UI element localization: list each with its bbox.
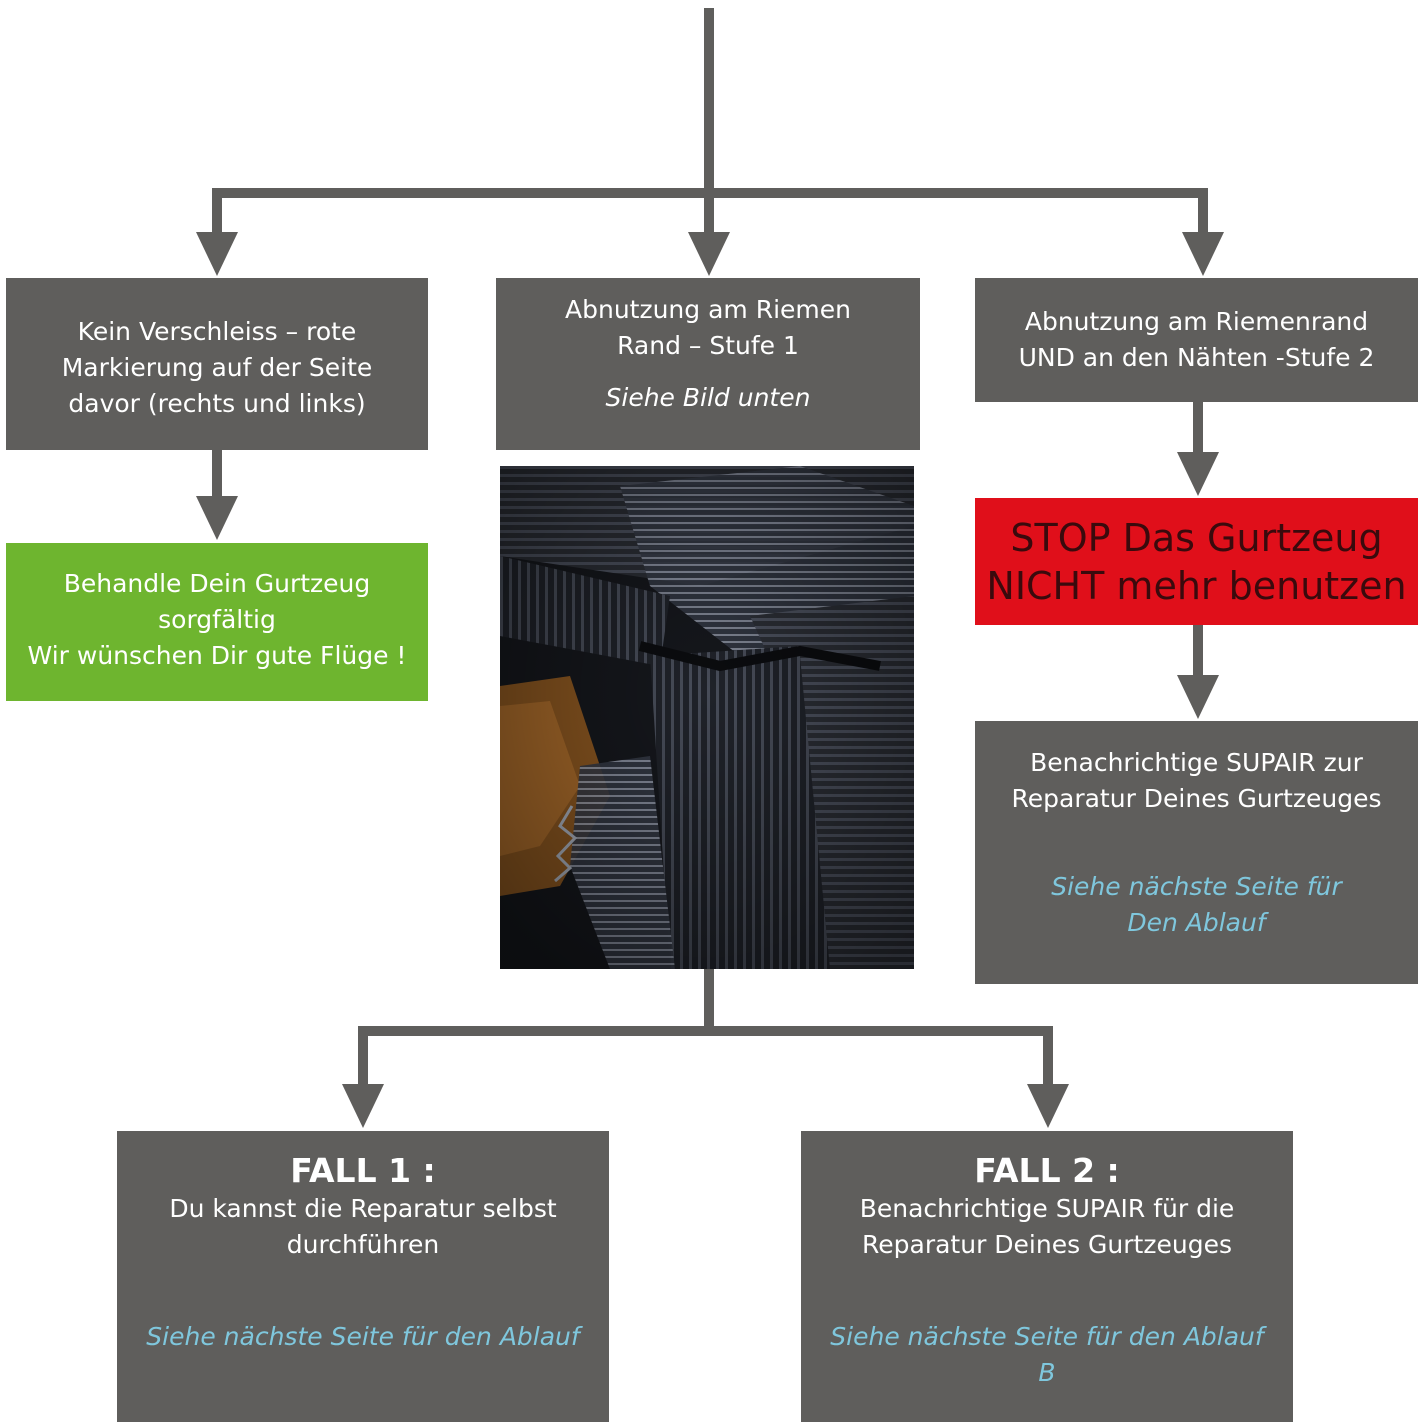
case-1-title: FALL 1 : bbox=[290, 1151, 436, 1190]
wear-stage-2-line-2: UND an den Nähten -Stufe 2 bbox=[1018, 343, 1375, 372]
branch-left-line bbox=[212, 188, 222, 252]
upper-branch-bar bbox=[212, 188, 1208, 198]
case-1-next-page-link[interactable]: Siehe nächste Seite für den Ablauf bbox=[146, 1322, 580, 1351]
notify-supair-line-2: Reparatur Deines Gurtzeuges bbox=[1011, 784, 1382, 813]
arrow-to-stop-box bbox=[1177, 452, 1219, 496]
notify-supair-box: Benachrichtige SUPAIR zur Reparatur Dein… bbox=[975, 721, 1418, 984]
case-2-link-line-2: B bbox=[1038, 1358, 1056, 1387]
care-line-2: sorgfältig bbox=[158, 605, 276, 634]
photo-down-line bbox=[704, 969, 714, 1031]
left-to-green-line bbox=[212, 450, 222, 512]
case-1-box: FALL 1 : Du kannst die Reparatur selbst … bbox=[117, 1131, 609, 1422]
case-2-line-2: Reparatur Deines Gurtzeuges bbox=[862, 1230, 1232, 1259]
care-message-box: Behandle Dein Gurtzeug sorgfältig Wir wü… bbox=[6, 543, 428, 701]
right-to-stop-line bbox=[1193, 402, 1203, 468]
care-line-1: Behandle Dein Gurtzeug bbox=[63, 569, 371, 598]
arrow-to-right-box bbox=[1182, 232, 1224, 276]
no-wear-line-1: Kein Verschleiss – rote bbox=[77, 317, 357, 346]
arrow-to-fall1-box bbox=[342, 1084, 384, 1128]
wear-stage-1-box: Abnutzung am Riemen Rand – Stufe 1 Siehe… bbox=[496, 278, 920, 450]
stop-warning-box: STOP Das Gurtzeug NICHT mehr benutzen bbox=[975, 498, 1418, 625]
arrow-to-fall2-box bbox=[1027, 1084, 1069, 1128]
case-1-line-1: Du kannst die Reparatur selbst bbox=[169, 1194, 557, 1223]
case-2-box: FALL 2 : Benachrichtige SUPAIR für die R… bbox=[801, 1131, 1293, 1422]
no-wear-box: Kein Verschleiss – rote Markierung auf d… bbox=[6, 278, 428, 450]
arrow-to-middle-box bbox=[688, 232, 730, 276]
case-2-line-1: Benachrichtige SUPAIR für die bbox=[859, 1194, 1235, 1223]
wear-stage-1-line-1: Abnutzung am Riemen bbox=[565, 295, 851, 324]
stop-line-2: NICHT mehr benutzen bbox=[986, 563, 1407, 608]
arrow-to-green-box bbox=[196, 496, 238, 540]
case-2-next-page-link[interactable]: Siehe nächste Seite für den Ablauf B bbox=[830, 1319, 1263, 1391]
wear-stage-2-line-1: Abnutzung am Riemenrand bbox=[1024, 307, 1369, 336]
case-2-title: FALL 2 : bbox=[974, 1151, 1120, 1190]
care-line-3: Wir wünschen Dir gute Flüge ! bbox=[27, 641, 407, 670]
worn-strap-photo bbox=[500, 466, 914, 969]
next-page-link[interactable]: Siehe nächste Seite für Den Ablauf bbox=[1051, 869, 1342, 941]
branch-right-line bbox=[1198, 188, 1208, 252]
arrow-to-supair-box bbox=[1177, 675, 1219, 719]
trunk-line bbox=[704, 8, 714, 258]
see-image-below-note: Siehe Bild unten bbox=[605, 383, 811, 412]
case-1-line-2: durchführen bbox=[286, 1230, 440, 1259]
wear-stage-1-line-2: Rand – Stufe 1 bbox=[617, 331, 799, 360]
stop-to-supair-line bbox=[1193, 625, 1203, 691]
no-wear-line-2: Markierung auf der Seite bbox=[61, 353, 373, 382]
wear-stage-2-box: Abnutzung am Riemenrand UND an den Nähte… bbox=[975, 278, 1418, 402]
lower-branch-bar bbox=[358, 1026, 1053, 1036]
arrow-to-left-box bbox=[196, 232, 238, 276]
next-page-link-line-2: Den Ablauf bbox=[1127, 908, 1266, 937]
stop-line-1: STOP Das Gurtzeug bbox=[1010, 515, 1383, 560]
case-2-link-line-1: Siehe nächste Seite für den Ablauf bbox=[830, 1322, 1264, 1351]
next-page-link-line-1: Siehe nächste Seite für bbox=[1051, 872, 1342, 901]
no-wear-line-3: davor (rechts und links) bbox=[68, 389, 366, 418]
branch-fall2-line bbox=[1043, 1026, 1053, 1088]
notify-supair-line-1: Benachrichtige SUPAIR zur bbox=[1030, 748, 1363, 777]
branch-fall1-line bbox=[358, 1026, 368, 1088]
